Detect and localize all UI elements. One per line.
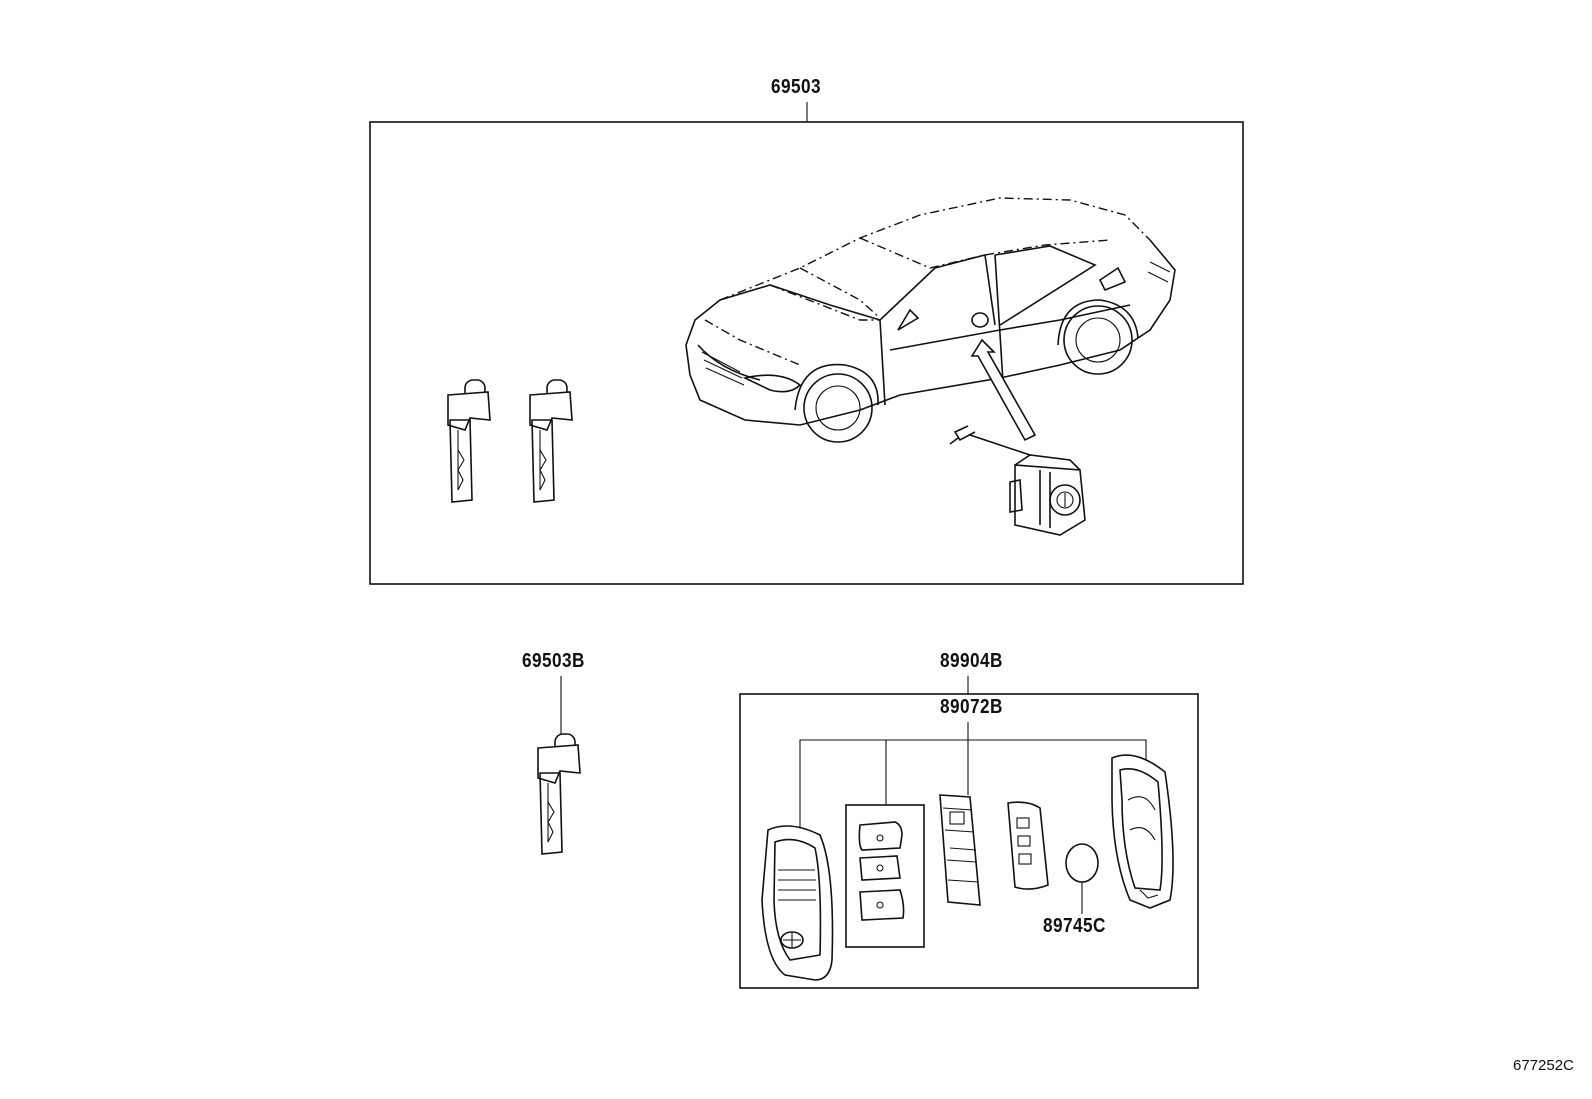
label-lock-set: 69503 xyxy=(771,76,821,98)
key-blade-2 xyxy=(529,379,573,503)
transmitter-front-case xyxy=(761,825,834,981)
label-key-blade: 69503B xyxy=(522,650,585,672)
transmitter-back-case xyxy=(1111,754,1174,909)
car-illustration xyxy=(685,197,1176,443)
door-lock-cylinder xyxy=(949,425,1086,536)
transmitter-circuit-board xyxy=(939,794,981,906)
illustration-reference-code: 677252C xyxy=(1513,1057,1574,1074)
label-transmitter-case: 89072B xyxy=(940,696,1003,718)
lock-set-frame xyxy=(369,102,1244,585)
door-lock-arrow xyxy=(970,338,1037,442)
transmitter-frame xyxy=(739,676,1199,989)
transmitter-keypad xyxy=(1007,801,1049,890)
label-transmitter-assy: 89904B xyxy=(940,650,1003,672)
key-blade-1 xyxy=(447,379,491,503)
battery-coin-cell xyxy=(1065,843,1099,883)
key-blade-single xyxy=(537,676,581,855)
label-battery: 89745C xyxy=(1043,915,1106,937)
transmitter-buttons xyxy=(845,804,925,948)
